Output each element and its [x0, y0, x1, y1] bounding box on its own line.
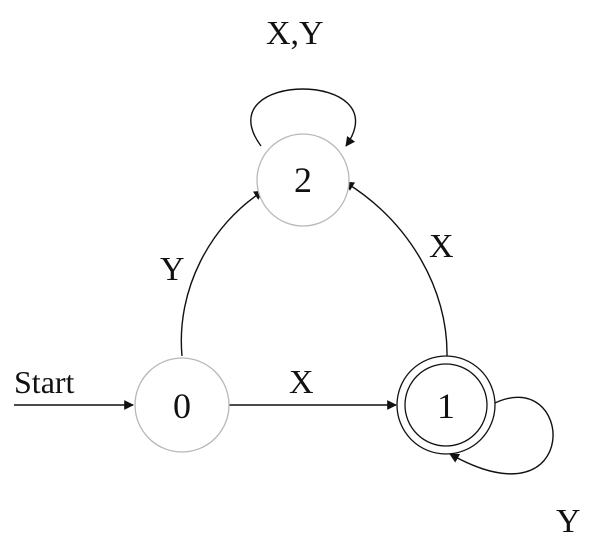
transition-1-to-2 — [344, 181, 448, 357]
transition-1-to-2-label: X — [429, 228, 454, 265]
transition-0-to-1-label: X — [289, 364, 314, 401]
start-label: Start — [14, 364, 75, 400]
self-loop-2 — [250, 88, 356, 147]
self-loop-2-label: X,Y — [266, 15, 324, 52]
state-1-inner-circle — [404, 363, 488, 447]
self-loop-1-label: Y — [556, 503, 581, 540]
transition-0-to-2-label: Y — [160, 251, 185, 288]
state-0-label: 0 — [173, 386, 191, 426]
state-1: 1 — [396, 355, 496, 455]
state-2: 2 — [256, 133, 350, 227]
state-0: 0 — [134, 357, 230, 453]
self-loop-1 — [449, 396, 554, 475]
state-2-circle — [256, 133, 350, 227]
state-1-label: 1 — [437, 386, 455, 426]
state-2-label: 2 — [294, 160, 312, 200]
state-0-circle — [134, 357, 230, 453]
transition-0-to-2 — [180, 190, 264, 357]
